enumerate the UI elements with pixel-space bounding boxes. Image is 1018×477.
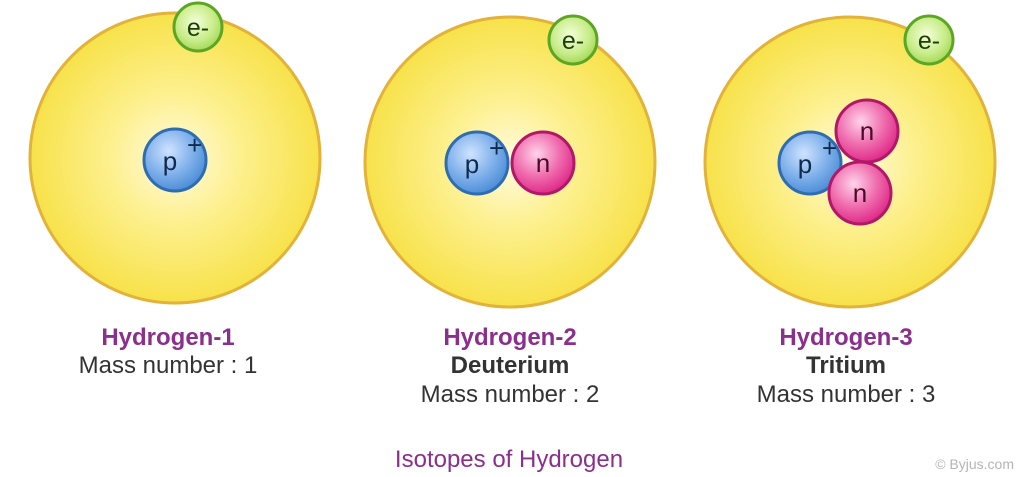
isotope-name: Hydrogen-2 (443, 324, 577, 351)
electron: e- (547, 14, 599, 66)
atom-hydrogen-1: p + e- (28, 1, 322, 305)
electron: e- (172, 1, 224, 53)
proton-label: p (163, 146, 177, 176)
proton-charge: + (822, 133, 837, 163)
neutron: n (510, 130, 576, 196)
proton: p + (777, 130, 843, 196)
isotope-diagram: p + e- p + n e- p + (28, 1, 997, 309)
caption-hydrogen-3: Hydrogen-3 Tritium Mass number : 3 (686, 324, 1006, 409)
electron-cloud (703, 15, 997, 309)
proton: p + (444, 130, 510, 196)
neutron: n (827, 160, 893, 226)
neutron: n (834, 98, 900, 164)
electron-label: e- (918, 27, 940, 55)
caption-hydrogen-2: Hydrogen-2 Deuterium Mass number : 2 (350, 324, 670, 409)
atom-hydrogen-2: p + n e- (363, 14, 657, 309)
electron-cloud (363, 15, 657, 309)
isotope-name: Hydrogen-1 (101, 324, 235, 351)
electron-label: e- (562, 27, 584, 55)
isotope-alias: Tritium (805, 352, 886, 380)
diagram-title: Isotopes of Hydrogen (394, 446, 624, 473)
isotope-name: Hydrogen-3 (779, 324, 913, 351)
proton-charge: + (489, 133, 504, 163)
electron: e- (903, 14, 955, 66)
neutron-label: n (860, 116, 874, 146)
mass-number-label: Mass number : 3 (756, 380, 936, 408)
mass-number-label: Mass number : 1 (78, 352, 258, 380)
neutron-label: n (536, 148, 550, 178)
proton-charge: + (187, 130, 202, 160)
mass-number-label: Mass number : 2 (420, 380, 600, 408)
copyright-text: © Byjus.com (935, 456, 1014, 472)
proton-label: p (798, 149, 812, 179)
caption-hydrogen-1: Hydrogen-1 Mass number : 1 (8, 324, 328, 381)
electron-label: e- (187, 14, 209, 42)
isotope-alias: Deuterium (450, 352, 570, 380)
neutron-label: n (853, 178, 867, 208)
proton-label: p (465, 149, 479, 179)
atom-hydrogen-3: p + n n e- (703, 14, 997, 309)
proton: p + (142, 127, 208, 193)
